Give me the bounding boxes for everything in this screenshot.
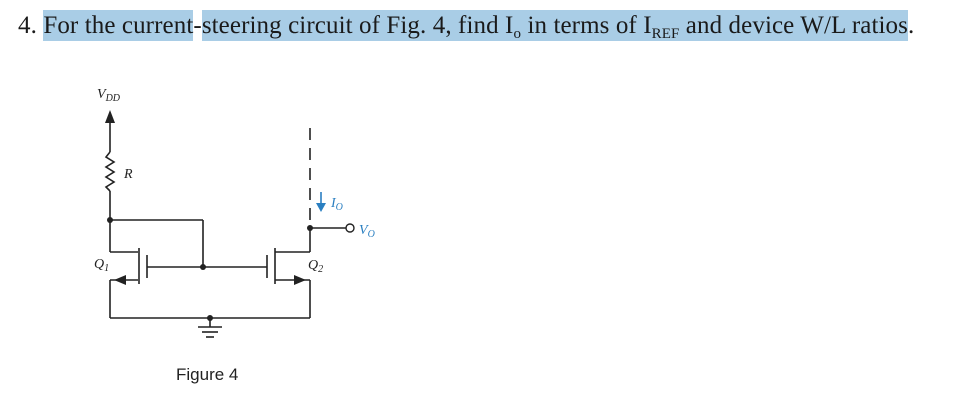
q1-label: Q1 xyxy=(94,257,109,274)
q1-source-arrow-icon xyxy=(114,275,126,285)
io-label: IO xyxy=(330,196,343,213)
output-terminal-icon xyxy=(345,223,355,233)
question-number: 4. xyxy=(18,12,37,39)
figure-caption: Figure 4 xyxy=(176,365,238,384)
question-hyphen: - xyxy=(193,12,202,39)
resistor-label: R xyxy=(123,167,133,182)
question-highlight-1: For the current xyxy=(43,10,194,41)
question-period: . xyxy=(907,12,915,39)
question-highlight-2: steering circuit of Fig. 4, find Io in t… xyxy=(201,10,908,42)
q2-source-arrow-icon xyxy=(294,275,306,285)
resistor-zigzag xyxy=(104,151,116,192)
vdd-label: VDD xyxy=(97,87,121,104)
node-dot-output xyxy=(307,225,313,231)
node-dot-ground xyxy=(207,315,213,321)
q2-label: Q2 xyxy=(308,258,323,275)
question-text: 4. For the current-steering circuit of F… xyxy=(18,10,915,42)
node-dot-top xyxy=(107,217,113,223)
node-dot-gate xyxy=(200,264,206,270)
vo-label: VO xyxy=(359,223,375,240)
vdd-arrow-icon xyxy=(105,110,115,123)
io-current-arrow-icon xyxy=(316,192,326,212)
